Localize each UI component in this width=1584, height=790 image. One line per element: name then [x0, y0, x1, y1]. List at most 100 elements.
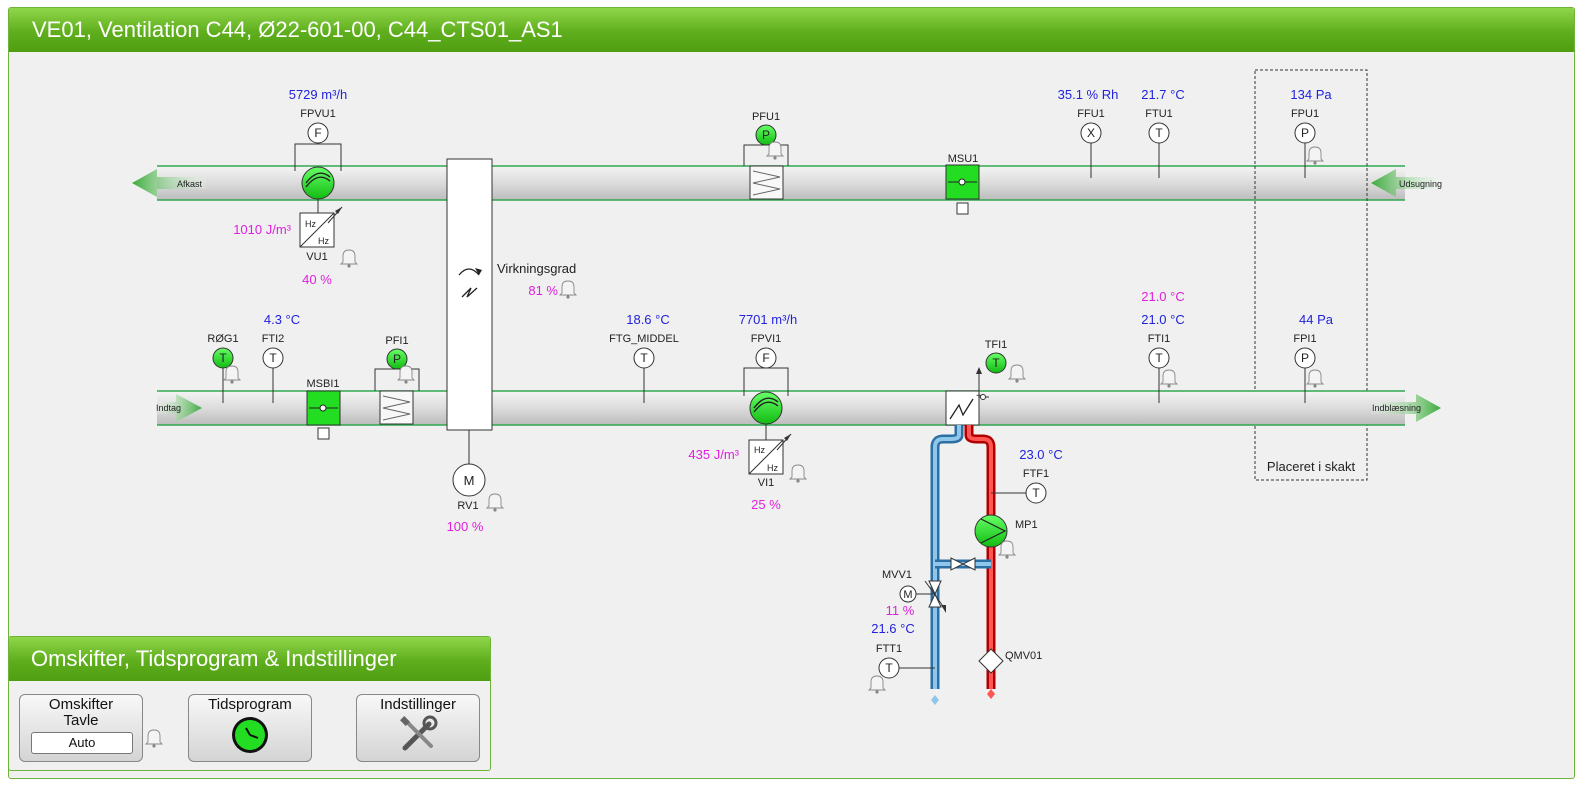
- flow-icon: F: [762, 351, 769, 365]
- bell-icon[interactable]: [997, 540, 1017, 559]
- pump-tag: MP1: [1015, 519, 1038, 531]
- temperature-icon: T: [1155, 351, 1163, 365]
- bell-icon[interactable]: [765, 141, 785, 160]
- exhaust-fan[interactable]: 5729 m³/h FPVU1 F: [289, 87, 348, 213]
- fan-icon: [305, 172, 331, 188]
- forward-temp-value: 23.0 °C: [1019, 447, 1063, 462]
- exchanger-icon: [461, 287, 478, 298]
- exhaust-flow-tag: FPVU1: [300, 108, 335, 120]
- bell-icon[interactable]: [558, 280, 578, 299]
- mean-temp-sensor[interactable]: 18.6 °C FTG_MIDDEL T: [609, 312, 679, 403]
- exhaust-vfd[interactable]: 1010 J/m³ Hz Hz VU1 40 %: [233, 206, 359, 287]
- wheel-motor[interactable]: M RV1 100 %: [447, 463, 505, 534]
- exhaust-damper[interactable]: MSU1: [945, 153, 980, 215]
- filter-icon: [752, 170, 781, 196]
- circulation-pump[interactable]: MP1: [974, 514, 1038, 559]
- settings-panel: Omskifter, Tidsprogram & Indstillinger O…: [8, 636, 491, 771]
- supply-temp-setpoint: 21.0 °C: [1141, 289, 1185, 304]
- smoke-detector-tag: RØG1: [207, 333, 238, 345]
- exhaust-vfd-percent: 40 %: [302, 272, 332, 287]
- exhaust-humidity-value: 35.1 % Rh: [1058, 87, 1119, 102]
- supply-flow-tag: FPVI1: [751, 333, 782, 345]
- schedule-button[interactable]: Tidsprogram: [188, 694, 312, 762]
- switch-mode-value[interactable]: Auto: [31, 732, 133, 754]
- bell-icon[interactable]: [145, 729, 163, 749]
- exhaust-humidity-sensor[interactable]: 35.1 % Rh FFU1 X: [1058, 87, 1119, 178]
- fan-icon: [753, 397, 779, 413]
- temperature-icon: T: [1032, 486, 1040, 500]
- pressure-icon: P: [1301, 126, 1309, 140]
- switch-panel-button[interactable]: Omskifter Tavle Auto: [19, 694, 143, 762]
- supply-temp-value: 21.0 °C: [1141, 312, 1185, 327]
- exhaust-pressure-tag: FPU1: [1291, 108, 1319, 120]
- exhaust-pressure-value: 134 Pa: [1290, 87, 1332, 102]
- pump-icon: [980, 518, 1007, 544]
- bell-icon[interactable]: [222, 365, 242, 384]
- bell-icon[interactable]: [788, 464, 808, 483]
- intake-label: Indtag: [156, 403, 181, 413]
- bell-icon[interactable]: [1007, 364, 1027, 383]
- bell-icon[interactable]: [1305, 146, 1325, 165]
- energy-meter[interactable]: QMV01: [978, 648, 1042, 674]
- outdoor-temp-sensor[interactable]: 4.3 °C FTI2 T: [262, 312, 300, 403]
- exhaust-flow-value: 5729 m³/h: [289, 87, 348, 102]
- mean-temp-value: 18.6 °C: [626, 312, 670, 327]
- mixing-valve[interactable]: MVV1 M 11 %: [882, 569, 946, 618]
- supply-pressure-value: 44 Pa: [1299, 312, 1334, 327]
- exhaust-damper-tag: MSU1: [948, 153, 979, 165]
- forward-temp-sensor[interactable]: 23.0 °C FTF1 T: [991, 447, 1063, 504]
- heat-recovery-wheel[interactable]: [446, 158, 493, 464]
- temperature-icon: T: [640, 351, 648, 365]
- motor-icon: M: [464, 473, 475, 488]
- efficiency-value: 81 %: [528, 283, 558, 298]
- frost-sensor[interactable]: TFI1 T: [985, 339, 1027, 383]
- outdoor-temp-tag: FTI2: [262, 333, 285, 345]
- supply-vfd[interactable]: 435 J/m³ Hz Hz VI1 25 %: [688, 433, 808, 512]
- supply-fan[interactable]: 7701 m³/h FPVI1 F: [739, 312, 798, 440]
- clock-icon: [232, 717, 268, 753]
- extract-inlet-arrow: Udsugning: [1371, 169, 1442, 197]
- exhaust-pressure-sensor[interactable]: 134 Pa FPU1 P: [1290, 87, 1332, 178]
- bell-icon[interactable]: [485, 493, 505, 512]
- supply-pressure-sensor[interactable]: 44 Pa FPI1 P: [1293, 312, 1334, 403]
- supply-outlet-arrow: Indblæsning: [1371, 394, 1441, 422]
- settings-button[interactable]: Indstillinger: [356, 694, 480, 762]
- frost-sensor-tag: TFI1: [985, 339, 1008, 351]
- supply-temp-sensor[interactable]: 21.0 °C 21.0 °C FTI1 T: [1141, 289, 1185, 403]
- supply-pressure-tag: FPI1: [1293, 333, 1316, 345]
- page-title: VE01, Ventilation C44, Ø22-601-00, C44_C…: [9, 8, 1574, 52]
- pressure-icon: P: [1301, 351, 1309, 365]
- exhaust-vfd-tag: VU1: [306, 251, 327, 263]
- exhaust-outlet-arrow: Afkast: [132, 169, 206, 197]
- tools-icon: [400, 715, 438, 751]
- smoke-detector[interactable]: RØG1 T: [207, 333, 242, 403]
- settings-title: Omskifter, Tidsprogram & Indstillinger: [9, 637, 490, 681]
- hz-label-in: Hz: [754, 445, 765, 455]
- supply-filter[interactable]: PFI1 P: [374, 335, 420, 425]
- exhaust-temp-value: 21.7 °C: [1141, 87, 1185, 102]
- exhaust-temp-sensor[interactable]: 21.7 °C FTU1 T: [1141, 87, 1185, 178]
- bell-icon[interactable]: [1159, 369, 1179, 388]
- bell-icon[interactable]: [396, 365, 416, 384]
- exhaust-filter[interactable]: PFU1 P: [743, 111, 789, 200]
- bell-icon[interactable]: [867, 675, 887, 694]
- supply-temp-tag: FTI1: [1148, 333, 1171, 345]
- exhaust-outlet-label: Afkast: [177, 179, 203, 189]
- wheel-motor-percent: 100 %: [447, 519, 484, 534]
- bell-icon[interactable]: [1305, 369, 1325, 388]
- check-valve: [950, 557, 976, 571]
- bell-icon[interactable]: [339, 249, 359, 268]
- return-temp-value: 21.6 °C: [871, 621, 915, 636]
- supply-flow-value: 7701 m³/h: [739, 312, 798, 327]
- damper-status-box: [317, 427, 330, 440]
- supply-damper[interactable]: MSBI1: [306, 378, 341, 440]
- supply-damper-tag: MSBI1: [306, 378, 339, 390]
- return-temp-tag: FTT1: [876, 643, 902, 655]
- meter-tag: QMV01: [1005, 650, 1042, 662]
- hz-label-in: Hz: [305, 219, 316, 229]
- temperature-icon: T: [219, 351, 227, 365]
- return-temp-sensor[interactable]: 21.6 °C FTT1 T: [867, 621, 935, 694]
- switch-label-2: Tavle: [63, 712, 99, 729]
- outdoor-intake-arrow: Indtag: [156, 394, 202, 422]
- supply-filter-tag: PFI1: [385, 335, 408, 347]
